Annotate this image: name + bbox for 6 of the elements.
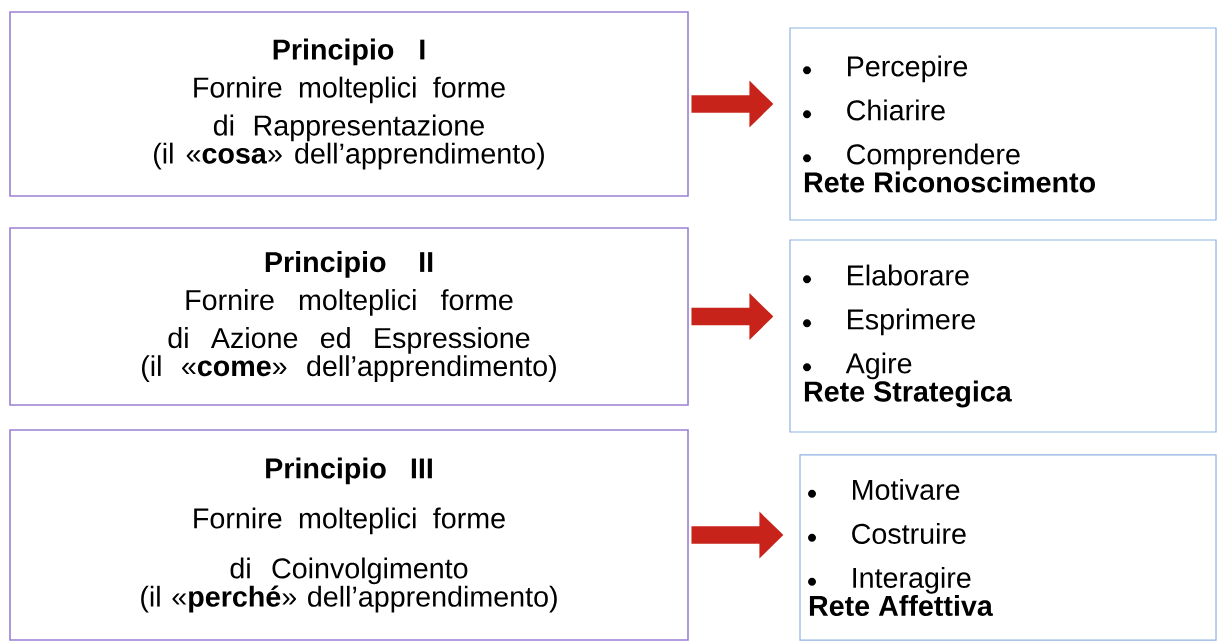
network-box: Percepire Chiarire Comprendere Rete Riconoscimento — [789, 27, 1217, 221]
network-box: Motivare Costruire Interagire Rete Affettiva — [799, 454, 1217, 641]
network-box: Elaborare Esprimere Agire Rete Strategica — [789, 239, 1217, 433]
principle-box: Principio I Fornire molteplici forme di Rappresentazione (il «cosa» dell’apprendimento) — [9, 11, 689, 197]
principle-box: Principio III Fornire molteplici forme di Coinvolgimento (il «perché» dell’apprendimento) — [9, 429, 689, 641]
principle-box: Principio II Fornire molteplici forme di Azione ed Espressione (il «come» dell’apprendimento) — [9, 227, 689, 406]
